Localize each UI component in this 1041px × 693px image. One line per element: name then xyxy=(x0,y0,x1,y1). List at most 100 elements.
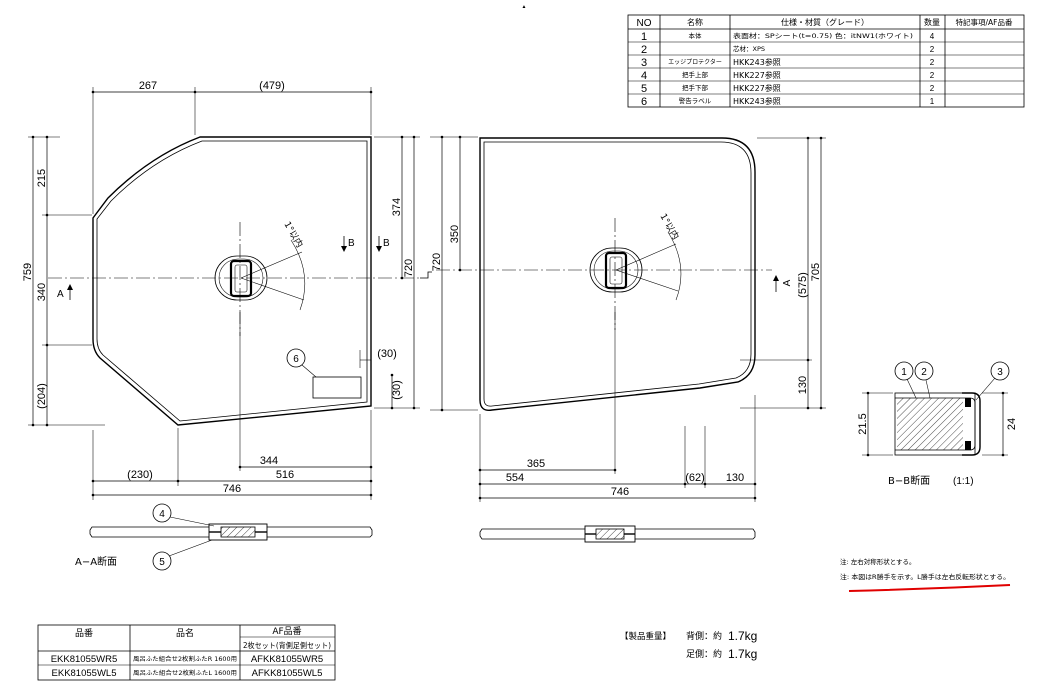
section-b-marker-1: B xyxy=(348,238,355,249)
dim-230: (230) xyxy=(127,469,153,481)
dim-350: 350 xyxy=(449,225,461,243)
note-red-underline xyxy=(848,584,1011,592)
parts-header-qty: 数量 xyxy=(924,17,940,27)
dim-374: 374 xyxy=(391,198,403,216)
product-row-af: AFKK81055WL5 xyxy=(252,668,323,679)
dim-24: 24 xyxy=(1006,418,1018,430)
dimensions-left: 267 (479) 215 759 340 (204) 374 720 (30)… xyxy=(22,80,420,500)
dim-30-horizontal: (30) xyxy=(377,348,397,360)
dim-215: 215 xyxy=(36,169,48,187)
dim-130-vertical: 130 xyxy=(797,376,809,394)
parts-row-no: 5 xyxy=(641,83,647,95)
plan-view-left-outline xyxy=(92,136,372,426)
dim-720-right: 720 xyxy=(431,253,443,271)
parts-header-spec: 仕様・材質（グレード） xyxy=(781,17,869,27)
plan-view-right-outline xyxy=(479,137,756,411)
section-markers-left: A B B xyxy=(57,236,390,300)
parts-row-qty: 2 xyxy=(930,45,935,54)
product-row-code: EKK81055WL5 xyxy=(52,668,117,679)
dim-344: 344 xyxy=(260,455,278,467)
product-row-name: 風呂ふた組合せ2枚割ふたR 1600用 xyxy=(133,655,237,663)
weight-foot-label: 足側：約 xyxy=(686,648,722,660)
dim-365: 365 xyxy=(527,458,545,470)
parts-row-qty: 1 xyxy=(930,97,935,106)
dim-720-left: 720 xyxy=(403,259,415,277)
weight-back-value: 1.7kg xyxy=(728,629,757,643)
product-table: 品番 品名 AF品番 2枚セット(背側足側セット) EKK81055WR5 風呂… xyxy=(37,624,336,681)
parts-row-spec: 芯材：XPS xyxy=(733,44,765,53)
dim-479: (479) xyxy=(259,80,285,92)
dim-516: 516 xyxy=(276,469,294,481)
dim-746-left: 746 xyxy=(223,483,241,495)
section-a-marker-left: A xyxy=(57,289,64,300)
balloon-6: 6 xyxy=(293,354,299,365)
parts-row-no: 3 xyxy=(641,57,647,69)
product-row-af: AFKK81055WR5 xyxy=(251,654,323,665)
product-row-code: EKK81055WR5 xyxy=(51,654,118,665)
dim-204: (204) xyxy=(36,383,48,409)
dim-340: 340 xyxy=(36,283,48,301)
parts-row-qty: 2 xyxy=(930,84,935,93)
balloon-5: 5 xyxy=(159,557,165,568)
weight-back-label: 背側：約 xyxy=(686,630,722,642)
product-header-name: 品名 xyxy=(176,627,194,639)
parts-table: NO 名称 仕様・材質（グレード） 数量 特記事項/AF品番 1 本体 表面材：… xyxy=(627,14,1025,108)
product-header-code: 品番 xyxy=(75,627,93,639)
parts-row-spec: HKK243参照 xyxy=(733,96,781,106)
product-header-af: AF品番 xyxy=(272,625,301,637)
section-marker-right: A xyxy=(773,275,793,292)
product-row-name: 風呂ふた組合せ2枚割ふたL 1600用 xyxy=(133,669,237,677)
dim-267: 267 xyxy=(139,80,157,92)
dim-130-horizontal: 130 xyxy=(726,472,744,484)
section-aa: 4 5 A−A断面 xyxy=(75,503,756,571)
dim-759: 759 xyxy=(22,263,34,281)
parts-row-no: 4 xyxy=(641,70,647,82)
parts-header-note: 特記事項/AF品番 xyxy=(956,17,1013,27)
dim-554: 554 xyxy=(506,472,524,484)
parts-header-name: 名称 xyxy=(687,17,703,27)
dim-62: (62) xyxy=(685,472,705,484)
balloon-2: 2 xyxy=(921,367,927,378)
balloon-1: 1 xyxy=(901,367,907,378)
note-symmetric: 注: 左右対称形状とする。 xyxy=(840,557,916,566)
parts-row-name: 把手上部 xyxy=(682,70,709,79)
top-center-marker: ▲ xyxy=(522,4,527,10)
warning-label-callout: 6 xyxy=(286,348,362,399)
parts-header-no: NO xyxy=(637,18,652,29)
parts-row-no: 6 xyxy=(641,96,647,108)
dim-575: (575) xyxy=(797,272,809,298)
note-handedness: 注: 本図はR勝手を示す。L勝手は左右反転形状とする。 xyxy=(840,572,1010,581)
parts-row-name: 警告ラベル xyxy=(679,96,712,105)
parts-row-qty: 2 xyxy=(930,58,935,67)
dimensions-right: 720 350 (575) 705 130 365 554 (62) 130 7… xyxy=(430,135,826,502)
parts-row-spec: HKK243参照 xyxy=(733,57,781,67)
parts-row-no: 2 xyxy=(641,44,647,56)
weight-foot-value: 1.7kg xyxy=(728,647,757,661)
handle-left xyxy=(214,255,268,301)
section-aa-title: A−A断面 xyxy=(75,555,117,568)
parts-row-spec: HKK227参照 xyxy=(733,83,781,93)
parts-row-qty: 4 xyxy=(930,32,935,41)
section-b-marker-2: B xyxy=(383,238,390,249)
section-bb: 1 2 3 21.5 24 B−B断面 (1:1) xyxy=(857,361,1018,487)
product-weight: 【製品重量】 背側：約 1.7kg 足側：約 1.7kg xyxy=(620,629,757,661)
section-bb-scale: (1:1) xyxy=(953,476,974,487)
section-bb-title: B−B断面 xyxy=(888,474,930,487)
parts-row-qty: 2 xyxy=(930,71,935,80)
dim-746-right: 746 xyxy=(611,486,629,498)
section-a-marker-right: A xyxy=(782,279,793,286)
dim-30-vertical: (30) xyxy=(391,380,403,400)
dim-705: 705 xyxy=(810,263,822,281)
parts-row-name: 把手下部 xyxy=(682,83,709,92)
balloon-4: 4 xyxy=(159,509,165,520)
handle-right xyxy=(589,247,643,293)
weight-title: 【製品重量】 xyxy=(620,631,671,642)
parts-row-no: 1 xyxy=(641,31,647,43)
parts-row-name: 本体 xyxy=(689,31,703,40)
product-header-af-sub: 2枚セット(背側足側セット) xyxy=(243,640,331,650)
parts-row-spec: 表面材：SPシート(t=0.75) 色：itNW1(ホワイト) xyxy=(733,31,913,40)
dim-21-5: 21.5 xyxy=(857,413,869,434)
parts-row-name: エッジプロテクター xyxy=(668,58,722,66)
